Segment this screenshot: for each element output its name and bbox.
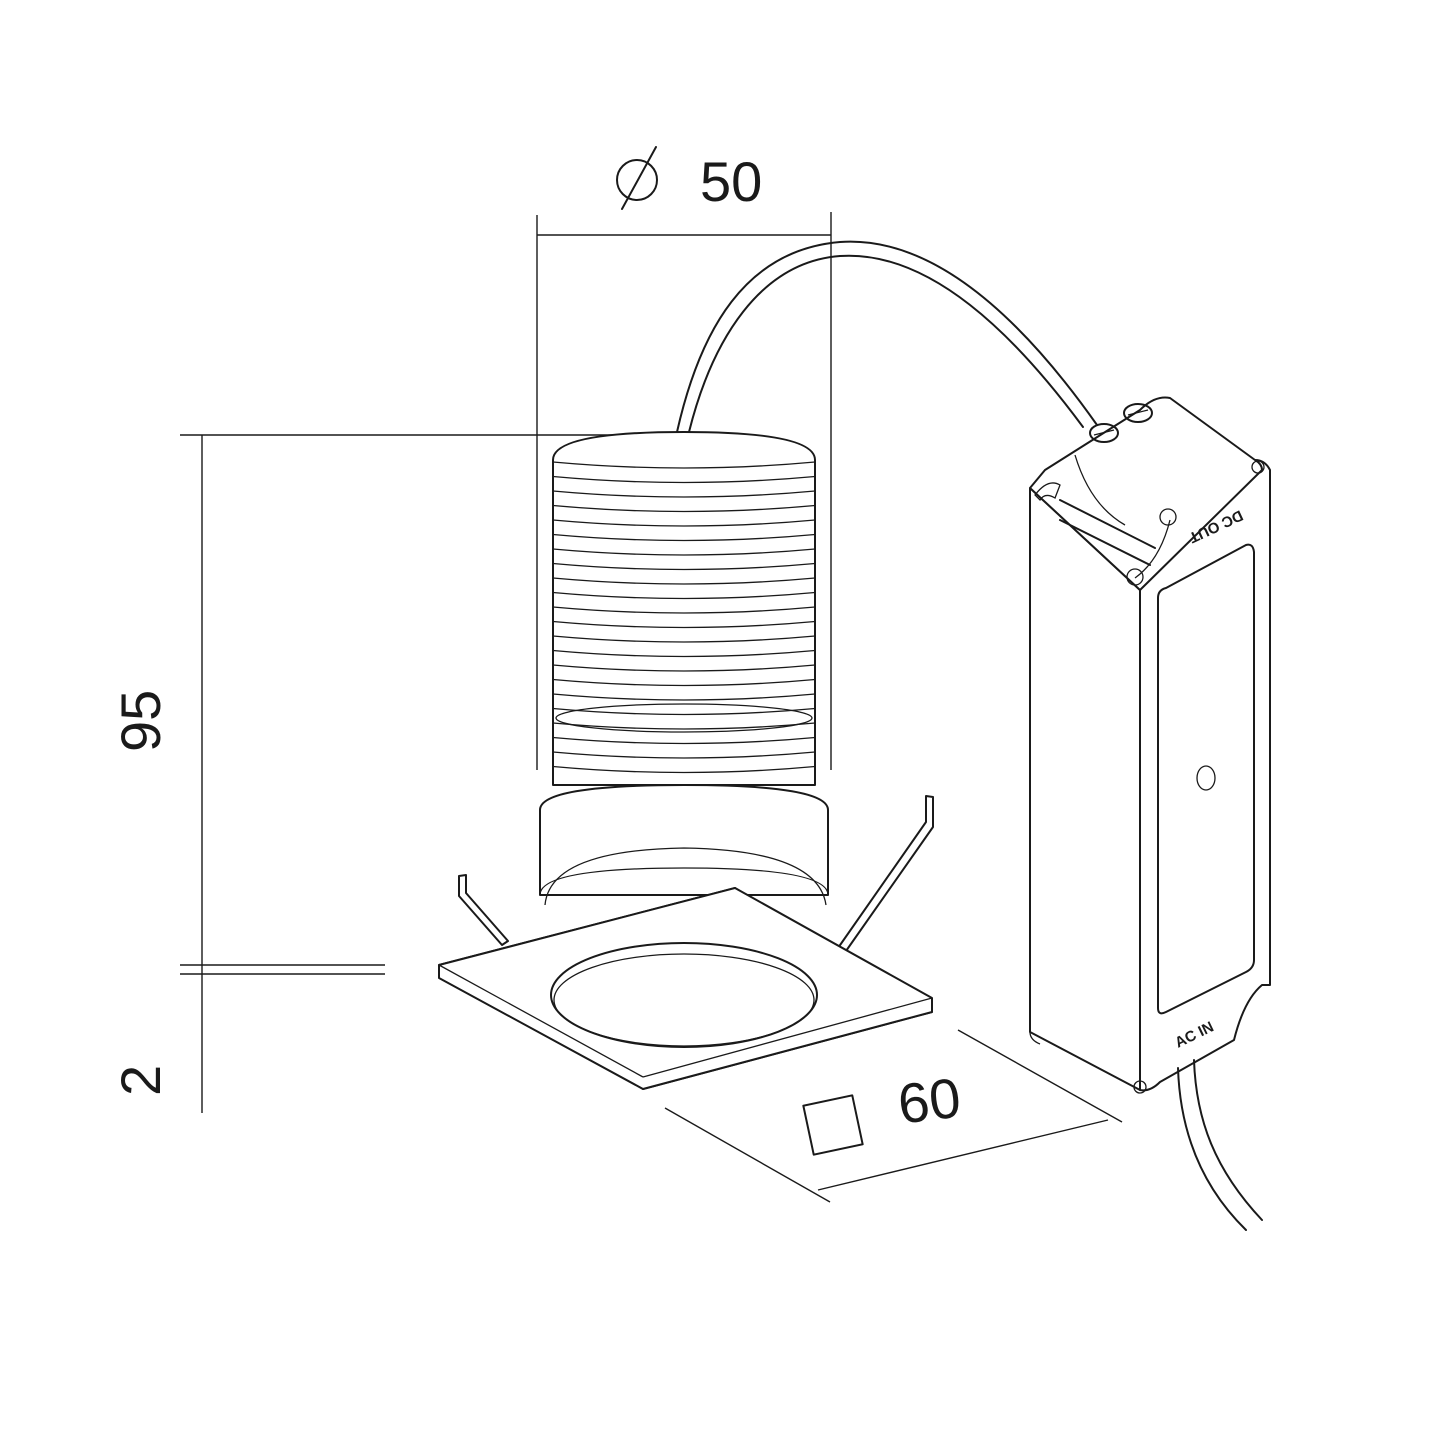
cable-top [676,240,1098,433]
heatsink-rib [552,664,816,672]
heatsink-rib [552,577,816,585]
square-frame [438,887,933,1090]
diameter-symbol-icon [616,146,658,210]
height-value: 95 [109,690,172,752]
thickness-value: 2 [109,1065,172,1096]
heatsink-rib [552,693,816,701]
cable-bottom [1177,1059,1263,1231]
heatsink-rib [552,475,816,484]
heatsink-rib [552,736,816,745]
heatsink-rib [552,765,816,774]
diameter-dimension: 50 [536,146,832,770]
square-dimension: 60 [664,1029,1123,1203]
heatsink-rib [552,548,816,556]
heatsink-rib [552,461,816,469]
height-dimension: 95 2 [109,434,630,1113]
square-symbol-icon [802,1094,864,1156]
heatsink-rib [552,606,816,614]
heatsink-rib [552,722,816,730]
heatsink-rib [552,649,816,658]
heatsink-rib [552,707,816,716]
heatsink-rib [552,751,816,759]
terminal-screw-icon [1089,403,1153,443]
heatsink-rib [552,620,816,629]
heatsink-rib [552,504,816,513]
heatsink-rib [552,519,816,527]
indicator-hole [1196,765,1216,791]
heatsink-ribs [552,461,816,774]
heatsink-rib [552,591,816,600]
heatsink-rib [552,533,816,542]
heatsink-rib [552,490,816,498]
diameter-value: 50 [700,150,762,213]
driver-box: DC OUT AC IN [1029,396,1271,1094]
heatsink-rib [552,562,816,571]
lens-opening [550,942,818,1048]
heatsink-rib [552,635,816,643]
square-value: 60 [894,1066,964,1136]
heatsink-rib [552,678,816,687]
lamp-body [539,431,829,906]
